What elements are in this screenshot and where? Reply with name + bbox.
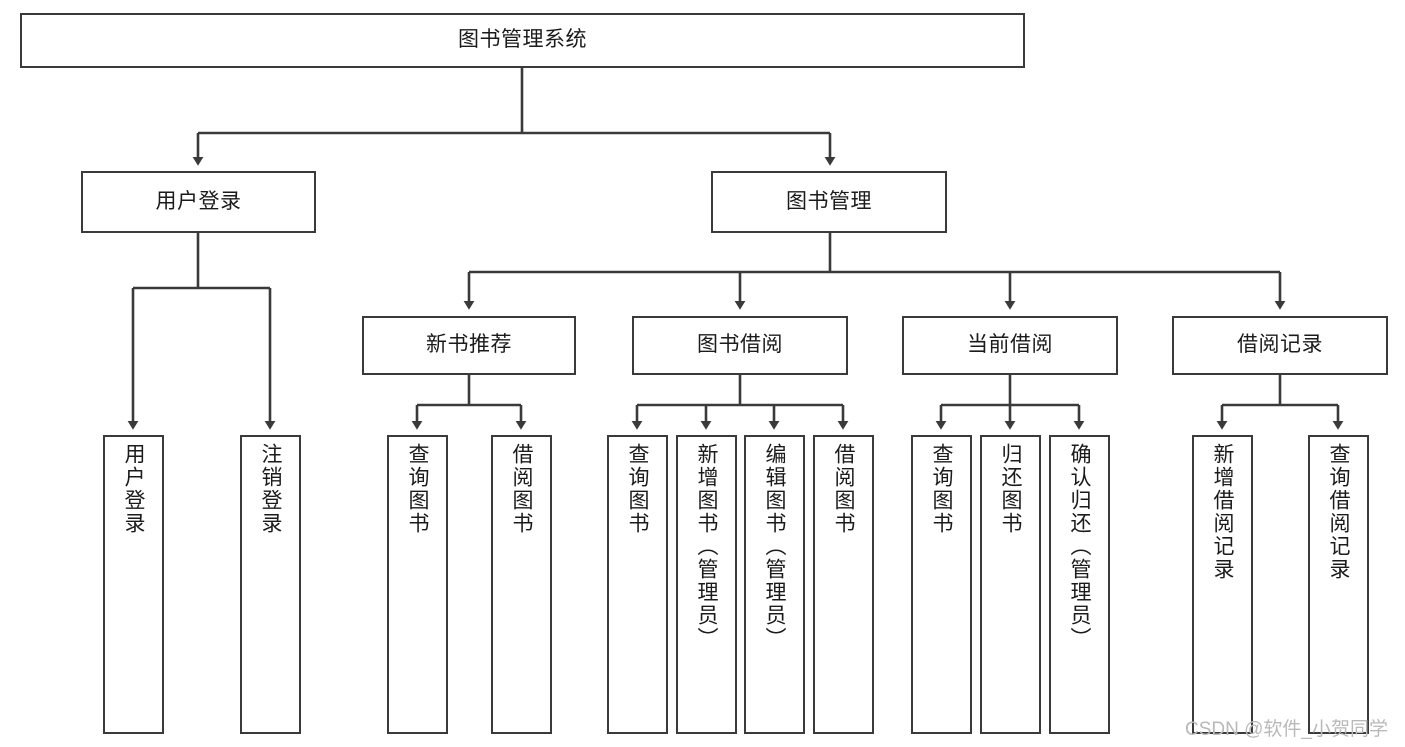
node-label: 新书推荐	[426, 333, 512, 357]
watermark-text: CSDN @软件_小贺同学	[1185, 719, 1388, 740]
leaf-query-book-current[interactable]: 查询图书	[911, 435, 972, 734]
node-label: 新增图书（管理员）	[695, 443, 718, 650]
leaf-edit-book-admin[interactable]: 编辑图书（管理员）	[744, 435, 805, 734]
leaf-query-borrow-record[interactable]: 查询借阅记录	[1308, 435, 1369, 734]
leaf-query-book-borrow[interactable]: 查询图书	[607, 435, 668, 734]
node-label: 图书借阅	[697, 333, 783, 357]
node-book-borrow[interactable]: 图书借阅	[632, 316, 848, 375]
node-label: 确认归还（管理员）	[1068, 443, 1091, 650]
leaf-logout-login[interactable]: 注销登录	[240, 435, 301, 734]
node-label: 新增借阅记录	[1211, 443, 1234, 581]
node-label: 借阅记录	[1237, 333, 1323, 357]
leaf-add-borrow-record[interactable]: 新增借阅记录	[1192, 435, 1253, 734]
node-label: 图书管理	[786, 189, 872, 213]
node-borrow-record[interactable]: 借阅记录	[1172, 316, 1388, 375]
node-label: 归还图书	[999, 443, 1022, 535]
node-label: 当前借阅	[967, 333, 1053, 357]
node-label: 查询图书	[626, 443, 649, 535]
leaf-confirm-return-admin[interactable]: 确认归还（管理员）	[1049, 435, 1110, 734]
node-book-management[interactable]: 图书管理	[711, 171, 947, 233]
leaf-add-book-admin[interactable]: 新增图书（管理员）	[676, 435, 737, 734]
node-label: 编辑图书（管理员）	[763, 443, 786, 650]
node-new-book-recommendation[interactable]: 新书推荐	[362, 316, 576, 375]
node-user-login[interactable]: 用户登录	[81, 171, 316, 233]
leaf-query-book-recommendation[interactable]: 查询图书	[387, 435, 448, 734]
node-label: 借阅图书	[510, 443, 533, 535]
leaf-borrow-book-recommendation[interactable]: 借阅图书	[491, 435, 552, 734]
leaf-user-login[interactable]: 用户登录	[103, 435, 164, 734]
node-label: 借阅图书	[832, 443, 855, 535]
leaf-return-book[interactable]: 归还图书	[980, 435, 1041, 734]
leaf-borrow-book[interactable]: 借阅图书	[813, 435, 874, 734]
node-label: 图书管理系统	[458, 28, 587, 52]
node-label: 查询借阅记录	[1327, 443, 1350, 581]
node-label: 用户登录	[122, 443, 145, 535]
node-label: 查询图书	[406, 443, 429, 535]
node-root-book-management-system[interactable]: 图书管理系统	[20, 13, 1025, 68]
node-label: 用户登录	[155, 189, 242, 213]
node-label: 注销登录	[259, 443, 282, 535]
node-current-borrow[interactable]: 当前借阅	[902, 316, 1118, 375]
node-label: 查询图书	[930, 443, 953, 535]
